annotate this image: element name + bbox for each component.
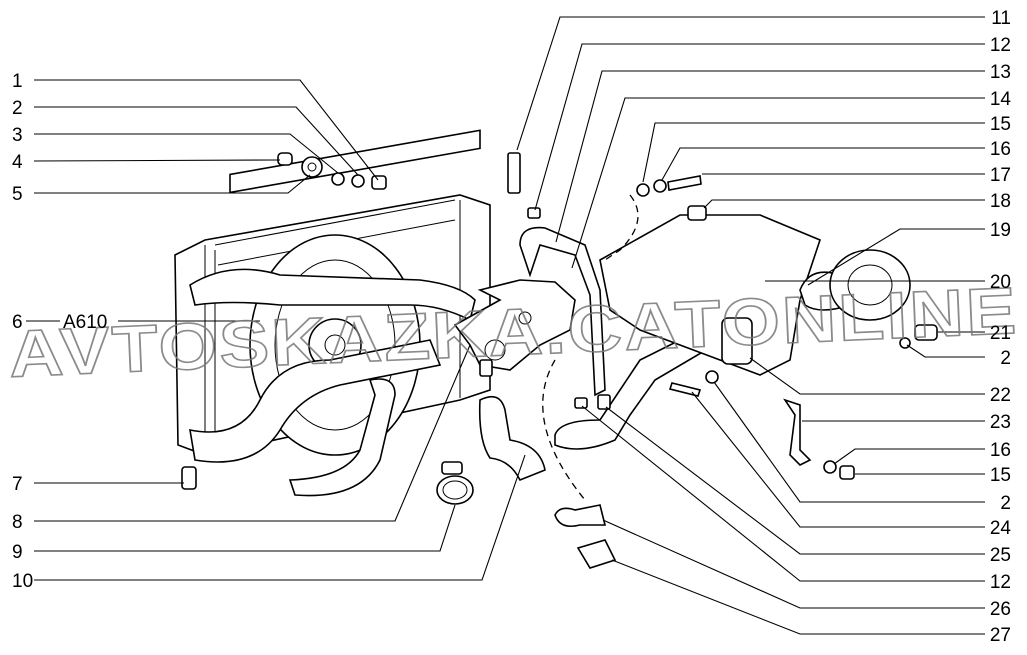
callout-19: 19: [990, 220, 1011, 241]
callout-6: 6: [12, 312, 23, 333]
callout-16: 16: [990, 139, 1011, 160]
callout-9: 9: [12, 542, 23, 563]
callout-8: 8: [12, 512, 23, 533]
callout-14: 14: [990, 89, 1012, 110]
callout-27: 27: [990, 625, 1011, 646]
callout-2: 2: [12, 98, 23, 119]
callout-11: 11: [991, 8, 1011, 29]
callout-2c: 2: [1000, 493, 1011, 514]
callout-17: 17: [990, 165, 1011, 186]
callout-12: 12: [990, 35, 1011, 56]
reference-code: A610: [63, 312, 107, 333]
right-callout-labels: 11 12 13 14 15 16 17 18 19 20 21 2 22 23…: [990, 8, 1012, 646]
callout-21: 21: [990, 323, 1011, 344]
engine-block: [599, 214, 911, 376]
callout-18: 18: [990, 191, 1011, 212]
callout-lines: [26, 16, 985, 635]
callout-7: 7: [12, 474, 23, 495]
hoses: [189, 226, 742, 497]
callout-1: 1: [12, 71, 23, 92]
thermostat-housing: [453, 279, 576, 371]
callout-16b: 16: [990, 440, 1011, 461]
callout-26: 26: [990, 599, 1011, 620]
assembly-path-upper: [604, 194, 639, 261]
callout-15b: 15: [990, 465, 1011, 486]
callout-13: 13: [990, 62, 1011, 83]
callout-24: 24: [990, 518, 1012, 539]
callout-3: 3: [12, 125, 23, 146]
callout-2b: 2: [1000, 348, 1011, 369]
callout-22: 22: [990, 385, 1011, 406]
callout-20: 20: [990, 272, 1011, 293]
callout-5: 5: [12, 184, 23, 205]
callout-23: 23: [990, 412, 1011, 433]
callout-12b: 12: [990, 572, 1011, 593]
callout-15: 15: [990, 114, 1011, 135]
assembly-path-lower: [542, 359, 586, 501]
callout-4: 4: [12, 152, 23, 173]
callout-25: 25: [990, 545, 1011, 566]
left-callout-labels: 1 2 3 4 5 6 A610 7 8 9 10: [12, 71, 107, 592]
callout-10: 10: [12, 571, 33, 592]
